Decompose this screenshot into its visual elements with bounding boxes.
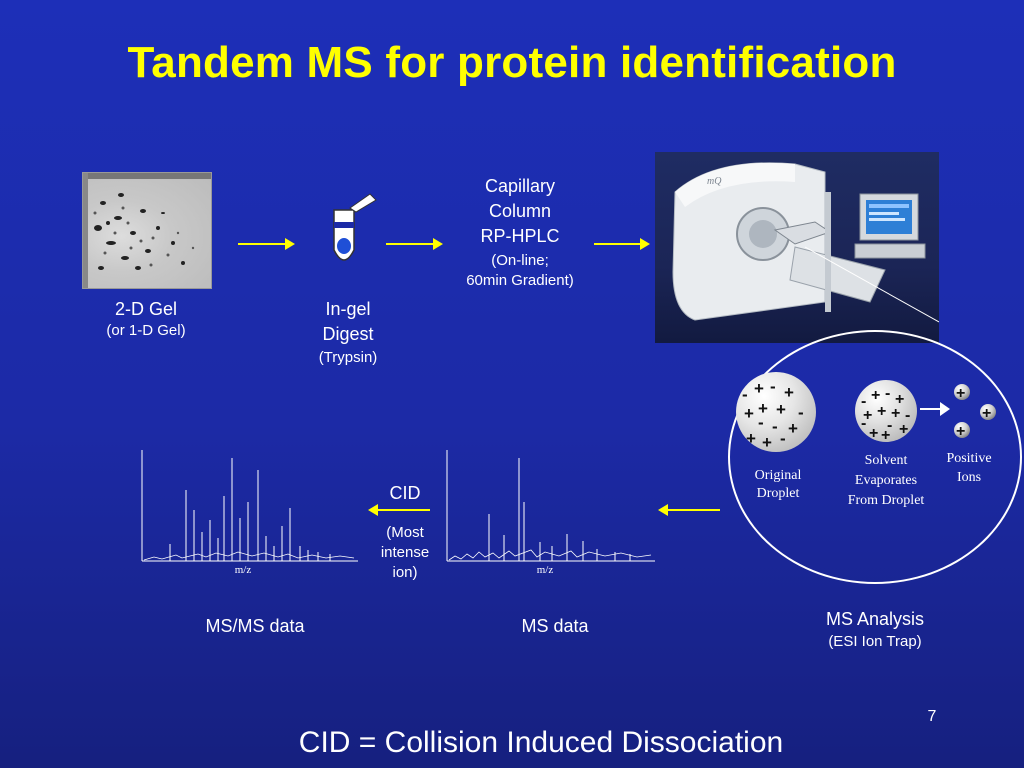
svg-text:mQ: mQ bbox=[707, 176, 722, 187]
original-droplet-charges: -+-+ +++- --+ ++- bbox=[742, 377, 804, 452]
digest-sublabel: (Trypsin) bbox=[318, 349, 378, 366]
cid-sub-3: ion) bbox=[392, 564, 418, 581]
svg-text:+: + bbox=[863, 407, 872, 424]
arrow-to-ions bbox=[920, 402, 950, 416]
hplc-line-1: Capillary bbox=[484, 176, 556, 196]
svg-text:-: - bbox=[887, 417, 892, 434]
svg-text:+: + bbox=[956, 385, 965, 402]
ms-spectrum bbox=[446, 450, 655, 562]
ms-analysis-label: MS Analysis bbox=[825, 609, 925, 629]
msms-spectrum-peaks bbox=[169, 458, 331, 561]
svg-text:+: + bbox=[784, 383, 794, 402]
tube-icon bbox=[333, 193, 377, 261]
positive-ions-label-1: Positive bbox=[946, 451, 992, 466]
hplc-line-3: RP-HPLC bbox=[480, 226, 560, 246]
arrow-cid bbox=[368, 504, 430, 516]
svg-text:+: + bbox=[762, 433, 772, 452]
original-droplet-label: Original Droplet bbox=[740, 467, 816, 503]
arrow-gel-to-digest bbox=[238, 238, 295, 250]
svg-text:+: + bbox=[881, 427, 890, 442]
svg-text:-: - bbox=[770, 377, 776, 396]
svg-text:+: + bbox=[891, 405, 900, 422]
svg-text:+: + bbox=[895, 391, 904, 408]
positive-ions-graphic: + + + bbox=[954, 384, 996, 440]
msms-data-label: MS/MS data bbox=[205, 616, 305, 636]
msms-axis-label: m/z bbox=[234, 564, 252, 576]
ms-data-label: MS data bbox=[521, 616, 589, 636]
svg-text:+: + bbox=[788, 419, 798, 438]
positive-ions-label-2: Ions bbox=[956, 470, 982, 485]
solvent-label-1: Solvent bbox=[864, 453, 908, 468]
ms-analysis-sublabel: (ESI Ion Trap) bbox=[828, 633, 922, 650]
gel-label: 2-D Gel bbox=[114, 299, 177, 319]
svg-text:-: - bbox=[742, 385, 748, 404]
original-droplet-label-1: Original bbox=[754, 468, 802, 483]
positive-ions-label: Positive Ions bbox=[936, 449, 1002, 487]
footer-caption: CID = Collision Induced Dissociation bbox=[298, 726, 784, 759]
hplc-line-2: Column bbox=[488, 201, 552, 221]
svg-text:+: + bbox=[956, 423, 965, 440]
digest-label-2: Digest bbox=[322, 324, 374, 344]
svg-text:+: + bbox=[776, 400, 786, 419]
svg-text:-: - bbox=[798, 403, 804, 422]
svg-text:+: + bbox=[754, 379, 764, 398]
ms-axis-label: m/z bbox=[536, 564, 554, 576]
digest-label-1: In-gel bbox=[325, 299, 371, 319]
gel-spots-graphic bbox=[83, 173, 211, 288]
solvent-label: Solvent Evaporates From Droplet bbox=[830, 451, 942, 511]
svg-text:+: + bbox=[746, 429, 756, 448]
svg-text:+: + bbox=[899, 421, 908, 438]
svg-text:+: + bbox=[758, 399, 768, 418]
solvent-label-2: Evaporates bbox=[854, 473, 918, 488]
svg-text:+: + bbox=[877, 403, 886, 420]
arrow-hplc-to-ms bbox=[594, 238, 650, 250]
cid-sub-1: (Most bbox=[386, 524, 424, 541]
svg-text:-: - bbox=[861, 393, 866, 410]
ms-spectrum-peaks bbox=[488, 458, 631, 561]
mass-spectrometer-image: mQ bbox=[655, 152, 940, 343]
gel-image bbox=[82, 172, 212, 289]
svg-text:-: - bbox=[758, 413, 764, 432]
svg-text:+: + bbox=[869, 425, 878, 442]
svg-text:+: + bbox=[744, 404, 754, 423]
evaporating-droplet-charges: -+-+ +++- --+ ++ bbox=[861, 385, 910, 444]
hplc-sub-1: (On-line; bbox=[491, 252, 549, 269]
slide-title: Tandem MS for protein identification bbox=[127, 38, 897, 87]
original-droplet-label-2: Droplet bbox=[756, 486, 800, 501]
hplc-sub-2: 60min Gradient) bbox=[466, 272, 574, 289]
cid-sub-2: intense bbox=[380, 544, 430, 561]
original-droplet: -+-+ +++- --+ ++- bbox=[736, 372, 816, 452]
cid-label: CID bbox=[389, 483, 421, 503]
svg-text:-: - bbox=[885, 385, 890, 402]
svg-text:+: + bbox=[871, 387, 880, 404]
svg-text:-: - bbox=[772, 417, 778, 436]
esi-detail-circle bbox=[728, 330, 1022, 584]
solvent-label-3: From Droplet bbox=[847, 493, 925, 508]
mass-spectrometer-graphic: mQ bbox=[672, 162, 940, 323]
evaporating-droplet: -+-+ +++- --+ ++ bbox=[855, 380, 917, 444]
page-number: 7 bbox=[927, 708, 937, 725]
svg-text:-: - bbox=[905, 407, 910, 424]
arrow-digest-to-hplc bbox=[386, 238, 443, 250]
svg-text:-: - bbox=[861, 415, 866, 432]
svg-text:-: - bbox=[780, 429, 786, 448]
svg-text:+: + bbox=[982, 405, 991, 422]
arrow-to-ms-data bbox=[658, 504, 720, 516]
msms-spectrum bbox=[141, 450, 358, 562]
gel-sublabel: (or 1-D Gel) bbox=[106, 322, 186, 339]
